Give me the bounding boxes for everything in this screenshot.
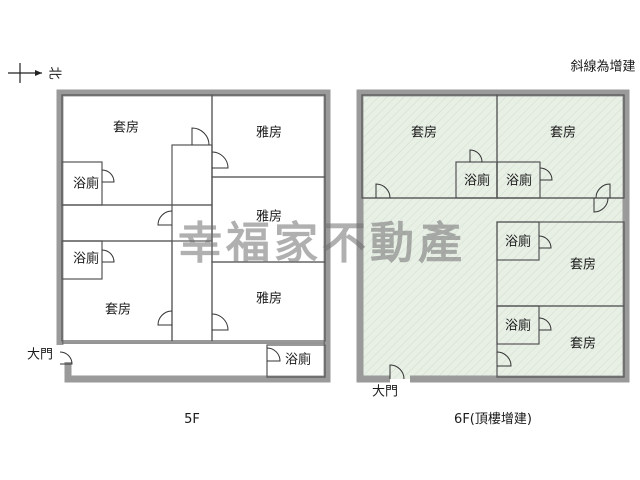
6f-partitions <box>361 94 625 378</box>
legend-text: 斜線為增建 <box>570 59 635 75</box>
north-label: 北 <box>47 66 62 79</box>
6f-room-suite-3: 套房 <box>570 257 596 273</box>
watermark-text: 幸福家不動產 <box>178 218 466 269</box>
5f-room-ya-3: 雅房 <box>256 291 282 307</box>
6f-room-bath-4: 浴廁 <box>505 318 531 334</box>
5f-room-bath-mid: 浴廁 <box>73 251 99 267</box>
6f-outer-wall <box>356 89 630 383</box>
6f-entrance-label: 大門 <box>372 385 398 400</box>
5f-room-bath-top: 浴廁 <box>73 176 99 192</box>
6f-room-suite-4: 套房 <box>570 336 596 352</box>
6f-room-suite-2: 套房 <box>550 125 576 141</box>
5f-entrance-label: 大門 <box>27 348 53 363</box>
6f-doors <box>375 149 611 380</box>
5f-caption: 5F <box>184 412 200 427</box>
5f-doors <box>59 127 281 365</box>
north-arrow-icon <box>8 63 42 83</box>
5f-room-bath-entry: 浴廁 <box>285 352 311 368</box>
6f-caption: 6F(頂樓增建) <box>454 412 532 427</box>
5f-outer-wall <box>56 89 331 383</box>
6f-room-bath-3: 浴廁 <box>505 234 531 250</box>
5f-room-suite-top: 套房 <box>113 120 139 136</box>
6f-room-bath-2: 浴廁 <box>506 173 532 189</box>
plan-6f: 套房 套房 浴廁 浴廁 浴廁 套房 浴廁 套房 大門 <box>356 89 630 400</box>
6f-room-suite-1: 套房 <box>411 125 437 141</box>
plan-5f: 套房 浴廁 浴廁 套房 雅房 雅房 雅房 浴廁 大門 <box>27 89 331 383</box>
6f-room-bath-1: 浴廁 <box>464 173 490 189</box>
6f-hatched-area <box>360 93 626 379</box>
5f-room-ya-2: 雅房 <box>256 209 282 225</box>
5f-partitions <box>61 94 326 378</box>
5f-room-suite-bottom: 套房 <box>105 302 131 318</box>
5f-room-ya-1: 雅房 <box>256 125 282 141</box>
